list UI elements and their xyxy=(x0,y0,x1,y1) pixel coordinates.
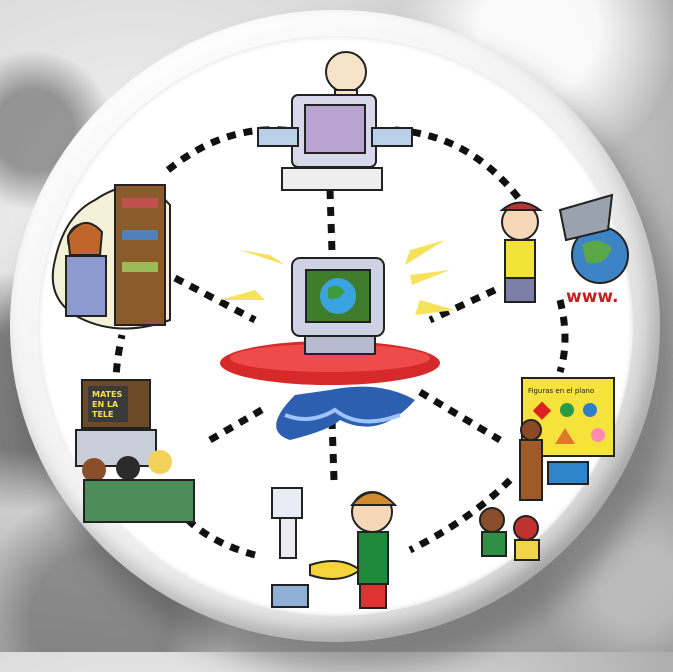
person-at-computer xyxy=(258,52,412,190)
tv-label-line-2: EN LA xyxy=(92,400,119,409)
classroom-board: Figuras en el plano xyxy=(520,378,614,500)
boy-with-globe: www. xyxy=(502,195,628,307)
children-group xyxy=(480,508,539,560)
woman-at-bookshelf xyxy=(53,185,170,329)
www-label: www. xyxy=(566,287,619,307)
kids-watching-tv: MATES EN LA TELE xyxy=(76,380,194,522)
network-illustration: www. Figuras en el plano MATES EN xyxy=(0,0,673,652)
board-title: Figuras en el plano xyxy=(528,387,594,395)
girl-with-robot xyxy=(272,488,395,608)
tv-label-line-1: MATES xyxy=(92,390,122,399)
tv-label-line-3: TELE xyxy=(92,410,113,419)
